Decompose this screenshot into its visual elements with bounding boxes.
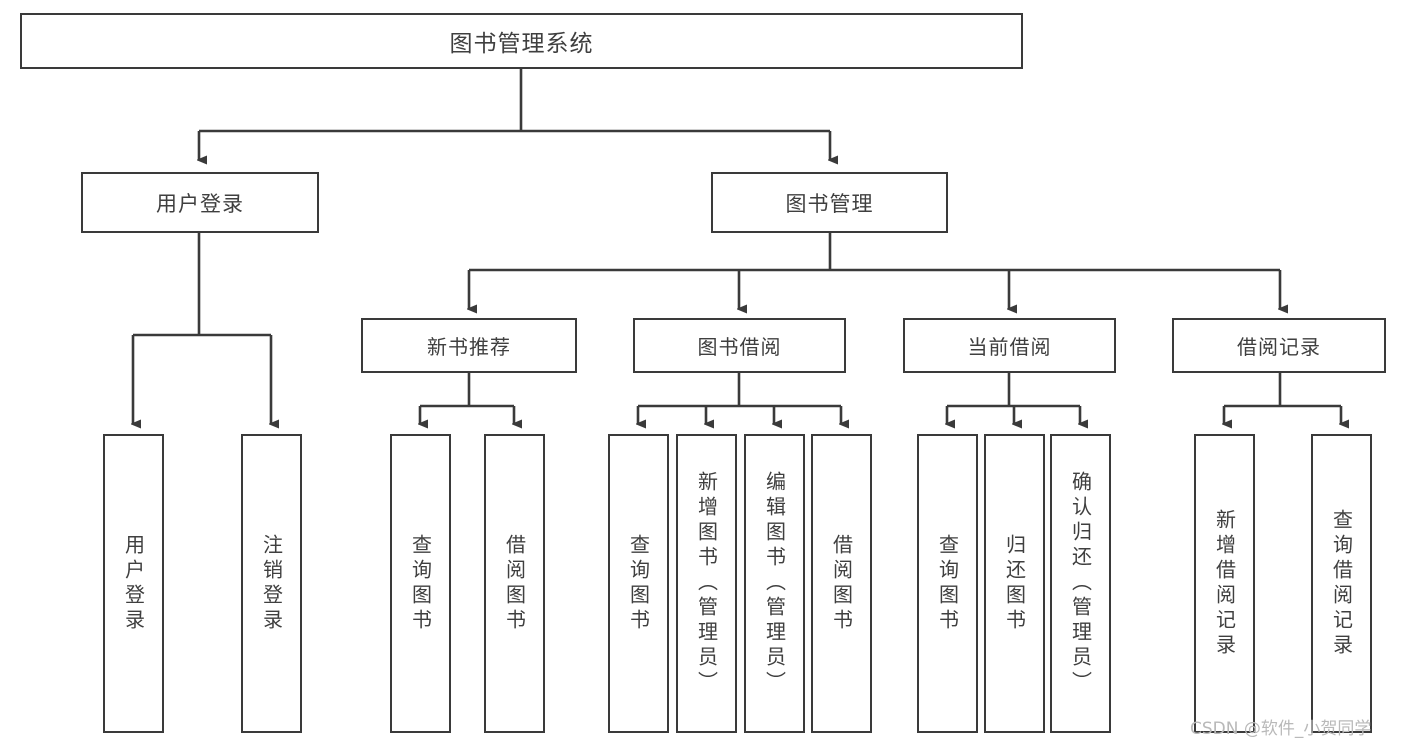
leaf-borrow-book[interactable]: 借阅图书 xyxy=(811,434,872,733)
leaf-inner: 编辑图书（管理员） xyxy=(746,436,803,731)
node-label: 新增图书（管理员） xyxy=(694,471,719,696)
node-label: 借阅图书 xyxy=(502,533,527,634)
node-borrow-record[interactable]: 借阅记录 xyxy=(1172,318,1386,373)
node-label: 查询图书 xyxy=(408,533,433,634)
node-label: 用户登录 xyxy=(156,191,244,216)
leaf-inner: 查询图书 xyxy=(919,436,976,731)
leaf-inner: 注销登录 xyxy=(243,436,300,731)
leaf-edit-book-admin[interactable]: 编辑图书（管理员） xyxy=(744,434,805,733)
leaf-confirm-return-admin[interactable]: 确认归还（管理员） xyxy=(1050,434,1111,733)
node-label: 借阅图书 xyxy=(829,533,854,634)
node-label: 图书管理系统 xyxy=(449,31,594,57)
node-new-book-recommend[interactable]: 新书推荐 xyxy=(361,318,577,373)
node-label: 新书推荐 xyxy=(427,335,511,359)
leaf-inner: 查询图书 xyxy=(610,436,667,731)
leaf-query-borrow-record[interactable]: 查询借阅记录 xyxy=(1311,434,1372,733)
csdn-watermark: CSDN @软件_小贺同学 xyxy=(1190,719,1372,739)
node-root-book-management-system[interactable]: 图书管理系统 xyxy=(20,13,1023,69)
node-current-borrow[interactable]: 当前借阅 xyxy=(903,318,1116,373)
leaf-query-book-borrow[interactable]: 查询图书 xyxy=(608,434,669,733)
leaf-user-login[interactable]: 用户登录 xyxy=(103,434,164,733)
leaf-inner: 归还图书 xyxy=(986,436,1043,731)
leaf-return-book[interactable]: 归还图书 xyxy=(984,434,1045,733)
node-label: 注销登录 xyxy=(259,533,284,634)
leaf-inner: 新增借阅记录 xyxy=(1196,436,1253,731)
node-label: 编辑图书（管理员） xyxy=(762,471,787,696)
node-label: 确认归还（管理员） xyxy=(1068,471,1093,696)
node-label: 图书借阅 xyxy=(697,335,782,359)
node-label: 图书管理 xyxy=(785,191,874,216)
node-label: 借阅记录 xyxy=(1237,335,1321,359)
leaf-add-borrow-record[interactable]: 新增借阅记录 xyxy=(1194,434,1255,733)
leaf-inner: 确认归还（管理员） xyxy=(1052,436,1109,731)
leaf-query-book-current[interactable]: 查询图书 xyxy=(917,434,978,733)
leaf-inner: 新增图书（管理员） xyxy=(678,436,735,731)
node-user-login[interactable]: 用户登录 xyxy=(81,172,319,233)
leaf-add-book-admin[interactable]: 新增图书（管理员） xyxy=(676,434,737,733)
leaf-inner: 查询借阅记录 xyxy=(1313,436,1370,731)
node-label: 归还图书 xyxy=(1002,533,1027,634)
node-book-management[interactable]: 图书管理 xyxy=(711,172,948,233)
leaf-query-book-recommend[interactable]: 查询图书 xyxy=(390,434,451,733)
node-label: 当前借阅 xyxy=(967,335,1052,359)
leaf-inner: 借阅图书 xyxy=(813,436,870,731)
leaf-inner: 用户登录 xyxy=(105,436,162,731)
node-label: 查询借阅记录 xyxy=(1329,508,1354,659)
leaf-logout[interactable]: 注销登录 xyxy=(241,434,302,733)
leaf-inner: 借阅图书 xyxy=(486,436,543,731)
leaf-inner: 查询图书 xyxy=(392,436,449,731)
node-label: 新增借阅记录 xyxy=(1212,508,1237,659)
node-book-borrow[interactable]: 图书借阅 xyxy=(633,318,846,373)
node-label: 查询图书 xyxy=(626,533,651,634)
node-label: 查询图书 xyxy=(935,533,960,634)
node-label: 用户登录 xyxy=(121,533,146,634)
leaf-borrow-book-recommend[interactable]: 借阅图书 xyxy=(484,434,545,733)
